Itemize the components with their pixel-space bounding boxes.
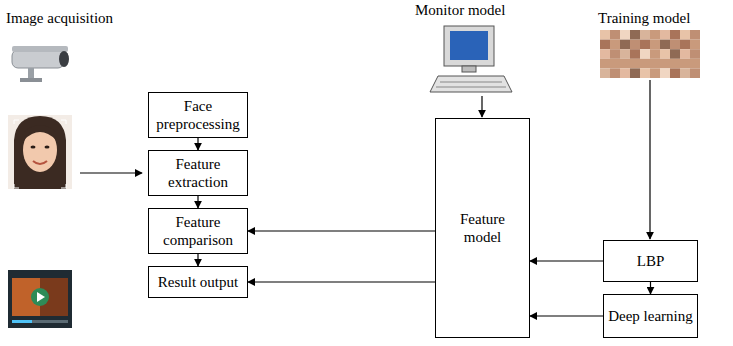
video-player-icon [8, 270, 72, 328]
mosaic-tile [620, 68, 630, 78]
node-text: Result output [158, 273, 238, 291]
mosaic-tile [600, 40, 610, 50]
mosaic-tile [600, 68, 610, 78]
mosaic-tile [630, 40, 640, 50]
process-box: Feature extraction [148, 150, 248, 196]
mosaic-tile [640, 30, 650, 40]
training-arrow [649, 80, 650, 239]
computer-icon [430, 26, 512, 92]
mosaic-tile [670, 49, 680, 59]
mosaic-tile [650, 49, 660, 59]
node-text: Feature comparison [153, 213, 243, 249]
model-box: Feature model [435, 118, 530, 338]
mosaic-tile [630, 49, 640, 59]
node-text: Feature extraction [153, 155, 243, 191]
mosaic-tile [660, 68, 670, 78]
flow-arrow [248, 281, 435, 282]
mosaic-tile [660, 30, 670, 40]
mosaic-tile [670, 68, 680, 78]
mosaic-tile [680, 40, 690, 50]
camera-icon [12, 46, 69, 82]
mosaic-tile [620, 30, 630, 40]
mosaic-tile [670, 30, 680, 40]
mosaic-tile [640, 49, 650, 59]
node-text: LBP [637, 252, 665, 270]
mosaic-tile [620, 59, 630, 69]
section-label: Training model [598, 10, 690, 27]
mosaic-tile [640, 68, 650, 78]
method-box: Deep learning [603, 294, 698, 338]
mosaic-tile [600, 59, 610, 69]
mosaic-tile [600, 49, 610, 59]
process-box: Feature comparison [148, 208, 248, 254]
mosaic-tile [670, 59, 680, 69]
mosaic-tile [630, 68, 640, 78]
mosaic-tile [660, 59, 670, 69]
mosaic-tile [610, 59, 620, 69]
process-box: Face preprocessing [148, 92, 248, 138]
mosaic-tile [640, 59, 650, 69]
mosaic-tile [680, 30, 690, 40]
training-mosaic [600, 30, 700, 78]
mosaic-tile [690, 59, 700, 69]
flow-arrow [530, 315, 603, 316]
node-text: Feature model [440, 210, 525, 246]
mosaic-tile [610, 49, 620, 59]
mosaic-tile [650, 40, 660, 50]
input-arrow [80, 172, 142, 173]
mosaic-tile [680, 49, 690, 59]
face-photo [8, 115, 72, 189]
method-box: LBP [603, 240, 698, 282]
mosaic-tile [670, 40, 680, 50]
mosaic-tile [620, 40, 630, 50]
mosaic-tile [610, 30, 620, 40]
section-label: Monitor model [415, 2, 505, 19]
node-text: Face preprocessing [153, 97, 243, 133]
mosaic-tile [610, 40, 620, 50]
flow-arrow [248, 230, 435, 231]
mosaic-tile [650, 59, 660, 69]
mosaic-tile [680, 59, 690, 69]
mosaic-tile [660, 49, 670, 59]
process-box: Result output [148, 266, 248, 298]
mosaic-tile [640, 40, 650, 50]
mosaic-tile [620, 49, 630, 59]
mosaic-tile [630, 59, 640, 69]
mosaic-tile [650, 68, 660, 78]
mosaic-tile [600, 30, 610, 40]
mosaic-tile [690, 40, 700, 50]
mosaic-tile [650, 30, 660, 40]
flow-arrow [197, 138, 198, 150]
mosaic-tile [610, 68, 620, 78]
flow-arrow [197, 196, 198, 208]
monitor-arrow [481, 96, 482, 117]
mosaic-tile [690, 30, 700, 40]
flow-arrow [197, 254, 198, 266]
node-text: Deep learning [608, 307, 693, 325]
mosaic-tile [690, 68, 700, 78]
section-label: Image acquisition [6, 10, 113, 27]
mosaic-tile [690, 49, 700, 59]
flow-arrow [650, 282, 651, 294]
mosaic-tile [630, 30, 640, 40]
mosaic-tile [660, 40, 670, 50]
flow-arrow [530, 260, 603, 261]
mosaic-tile [680, 68, 690, 78]
